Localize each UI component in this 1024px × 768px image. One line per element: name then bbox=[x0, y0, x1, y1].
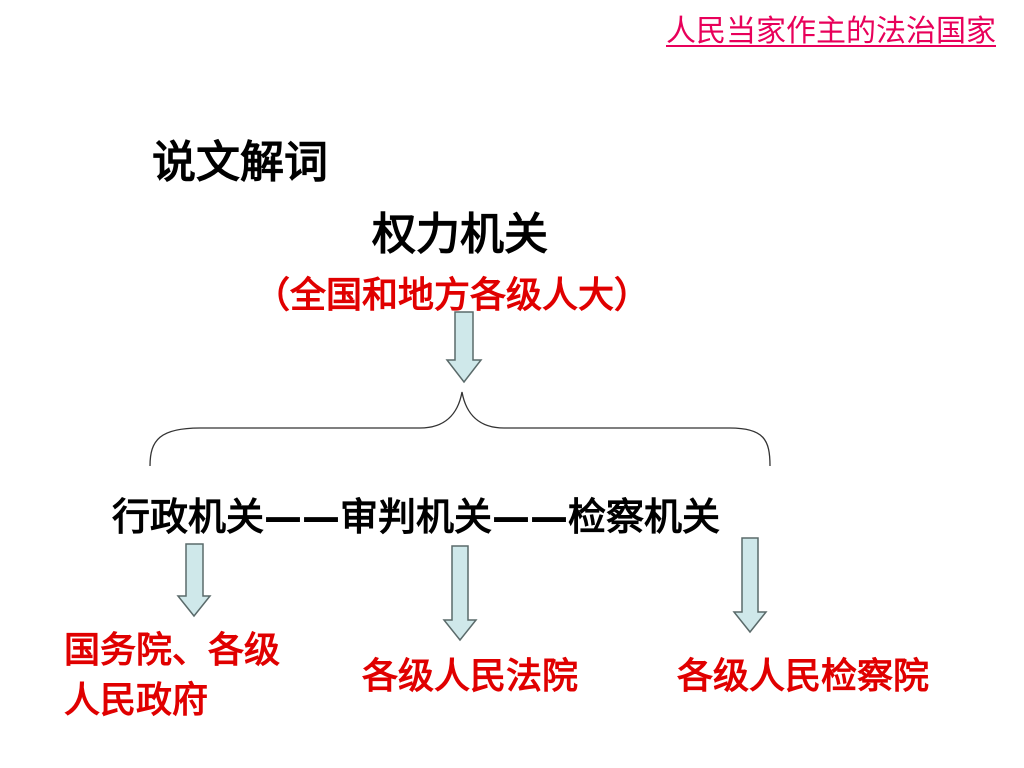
target-government: 国务院、各级人民政府 bbox=[64, 630, 281, 721]
down-arrow-icon bbox=[732, 537, 768, 634]
down-arrow-icon bbox=[445, 311, 483, 384]
title-link[interactable]: 人民当家作主的法治国家 bbox=[666, 14, 996, 49]
target-procuratorates: 各级人民检察院 bbox=[677, 656, 930, 697]
power-organ-label: 权力机关 bbox=[372, 209, 548, 260]
page-heading: 说文解词 bbox=[152, 137, 328, 188]
curly-brace-icon bbox=[149, 391, 771, 467]
down-arrow-icon bbox=[176, 543, 212, 618]
power-organ-note: （全国和地方各级人大） bbox=[254, 275, 651, 316]
down-arrow-icon bbox=[442, 545, 478, 642]
target-courts: 各级人民法院 bbox=[362, 656, 579, 697]
organs-chain: 行政机关——审判机关——检察机关 bbox=[112, 495, 721, 539]
